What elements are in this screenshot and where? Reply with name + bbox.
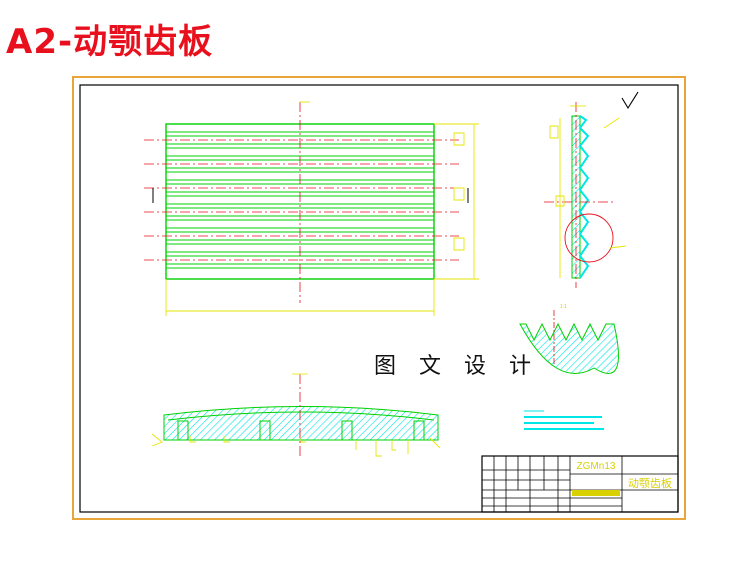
material-text: ZGMn13 [577, 461, 616, 472]
title-block-scale-bar [572, 490, 620, 496]
plate-centerlines [144, 102, 459, 303]
part-name-text: 动颚齿板 [628, 476, 672, 490]
plate-dimensions [165, 101, 479, 316]
watermark: 图 文 设 计 [374, 352, 531, 382]
plate-side-view [544, 91, 639, 288]
title-block: ZGMn13 动颚齿板 [481, 455, 679, 513]
tech-requirements [524, 410, 604, 430]
roughness-symbol [621, 91, 639, 110]
drawing-sheet: 1:1 [72, 76, 686, 520]
plate-front-view [144, 101, 479, 316]
section-markers [152, 188, 469, 203]
cad-drawing: 1:1 [79, 84, 679, 513]
inner-border [79, 84, 679, 513]
page-title: A2-动颚齿板 [6, 22, 214, 62]
svg-text:1:1: 1:1 [560, 304, 567, 310]
teeth-section-view: 1:1 [519, 304, 619, 374]
plate-bottom-view [151, 373, 441, 458]
